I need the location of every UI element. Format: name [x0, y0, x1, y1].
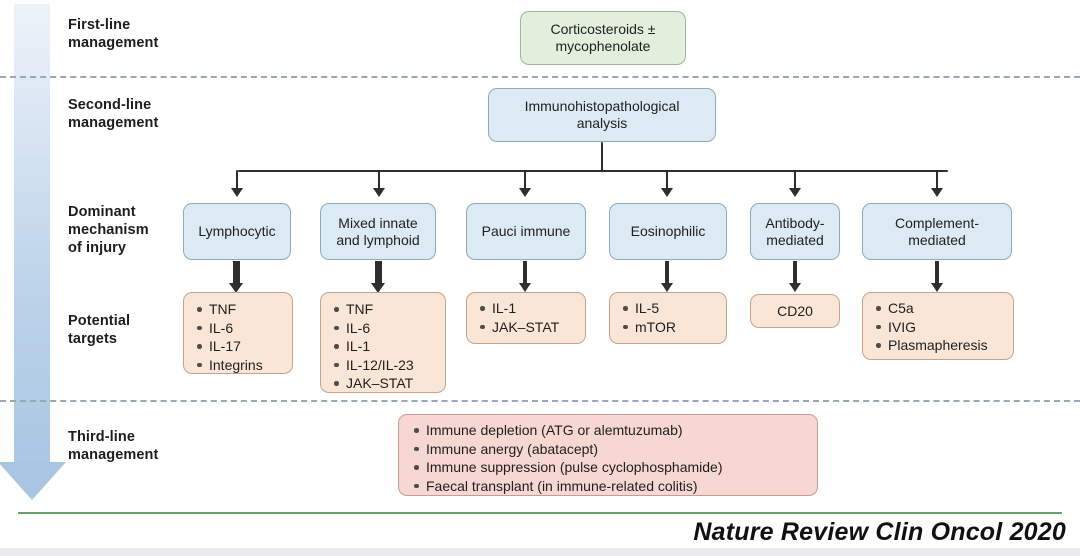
connector-branch-1	[236, 170, 239, 190]
arrowhead-branch-5	[789, 188, 801, 197]
list-item: IL-1	[333, 337, 414, 356]
connector-branch-4	[666, 170, 669, 190]
list-item: IL-6	[196, 319, 263, 338]
arrowhead-target-5	[789, 283, 801, 292]
node-corticosteroids-mycophenolate[interactable]: Corticosteroids ±mycophenolate	[520, 11, 686, 65]
list-item: IL-6	[333, 319, 414, 338]
connector-branch-6	[936, 170, 939, 190]
connector-target-5	[793, 261, 797, 285]
divider-first-second	[0, 76, 1080, 78]
arrowhead-branch-2	[373, 188, 385, 197]
third-line-list: Immune depletion (ATG or alemtuzumab)Imm…	[413, 421, 722, 495]
node-mechanism-complement-mediated[interactable]: Complement-mediated	[862, 203, 1012, 260]
arrowhead-target-3	[519, 283, 531, 292]
list-item: Immune depletion (ATG or alemtuzumab)	[413, 421, 722, 440]
arrowhead-branch-3	[519, 188, 531, 197]
connector-branch-bus	[238, 170, 948, 173]
list-item: IL-1	[479, 299, 559, 318]
node-mechanism-eosinophilic[interactable]: Eosinophilic	[609, 203, 727, 260]
connector-trunk	[601, 142, 604, 171]
node-targets-antibody-mediated[interactable]: CD20	[750, 294, 840, 328]
list-item: Integrins	[196, 356, 263, 375]
list-item: C5a	[875, 299, 988, 318]
list-item: Immune anergy (abatacept)	[413, 440, 722, 459]
node-mechanism-antibody-mediated[interactable]: Antibody-mediated	[750, 203, 840, 260]
arrowhead-branch-4	[661, 188, 673, 197]
list-item: JAK–STAT	[333, 374, 414, 393]
list-item: IL-17	[196, 337, 263, 356]
list-item: TNF	[196, 300, 263, 319]
list-item: Plasmapheresis	[875, 336, 988, 355]
progression-arrow-head	[0, 462, 66, 500]
connector-branch-5	[794, 170, 797, 190]
list-item: JAK–STAT	[479, 318, 559, 337]
progression-arrow-shaft	[14, 4, 50, 466]
list-item: Immune suppression (pulse cyclophosphami…	[413, 458, 722, 477]
arrowhead-target-2	[371, 283, 385, 293]
list-item: IL-12/IL-23	[333, 356, 414, 375]
list-item: IVIG	[875, 318, 988, 337]
bottom-rule	[18, 512, 1062, 514]
arrowhead-target-4	[661, 283, 673, 292]
node-mechanism-lymphocytic[interactable]: Lymphocytic	[183, 203, 291, 260]
connector-branch-2	[378, 170, 381, 190]
connector-target-6	[935, 261, 939, 285]
bottom-strip	[0, 548, 1080, 556]
list-item: IL-5	[622, 299, 676, 318]
arrowhead-target-6	[931, 283, 943, 292]
connector-target-1	[233, 261, 240, 285]
node-third-line-options[interactable]: Immune depletion (ATG or alemtuzumab)Imm…	[398, 414, 818, 496]
list-item: mTOR	[622, 318, 676, 337]
arrowhead-branch-1	[231, 188, 243, 197]
node-mechanism-pauci-immune[interactable]: Pauci immune	[466, 203, 586, 260]
list-item: Faecal transplant (in immune-related col…	[413, 477, 722, 496]
figure-credit: Nature Review Clin Oncol 2020	[693, 518, 1066, 546]
connector-target-2	[375, 261, 382, 285]
list-item: TNF	[333, 300, 414, 319]
arrowhead-target-1	[229, 283, 243, 293]
connector-target-3	[523, 261, 527, 285]
divider-second-third	[0, 400, 1080, 402]
arrowhead-branch-6	[931, 188, 943, 197]
connector-branch-3	[524, 170, 527, 190]
connector-target-4	[665, 261, 669, 285]
